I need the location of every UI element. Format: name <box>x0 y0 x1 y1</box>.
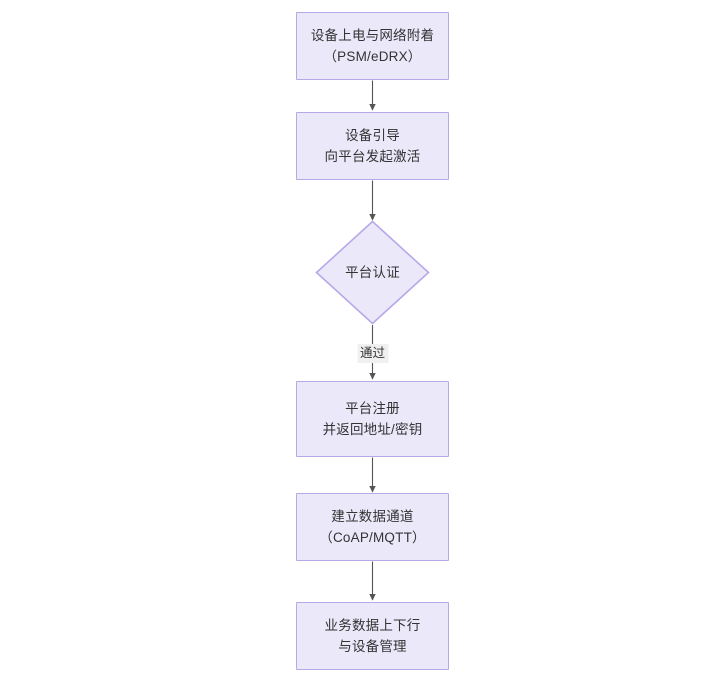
node-power-on-label: 设备上电与网络附着 （PSM/eDRX） <box>310 28 435 64</box>
node-bootstrap[interactable]: 设备引导 向平台发起激活 <box>296 112 449 180</box>
node-business-data[interactable]: 业务数据上下行 与设备管理 <box>296 602 449 670</box>
node-platform-auth[interactable]: 平台认证 <box>315 220 430 325</box>
node-data-channel[interactable]: 建立数据通道 （CoAP/MQTT） <box>296 493 449 561</box>
node-data-channel-label: 建立数据通道 （CoAP/MQTT） <box>319 509 426 545</box>
node-bootstrap-label: 设备引导 向平台发起激活 <box>324 128 421 164</box>
node-platform-register[interactable]: 平台注册 并返回地址/密钥 <box>296 381 449 457</box>
diamond-shape <box>315 220 430 325</box>
edge-label-pass: 通过 <box>356 344 389 363</box>
node-platform-register-label: 平台注册 并返回地址/密钥 <box>322 401 423 437</box>
node-platform-auth-label: 平台认证 <box>345 265 400 280</box>
node-business-data-label: 业务数据上下行 与设备管理 <box>324 618 421 654</box>
node-power-on[interactable]: 设备上电与网络附着 （PSM/eDRX） <box>296 12 449 80</box>
